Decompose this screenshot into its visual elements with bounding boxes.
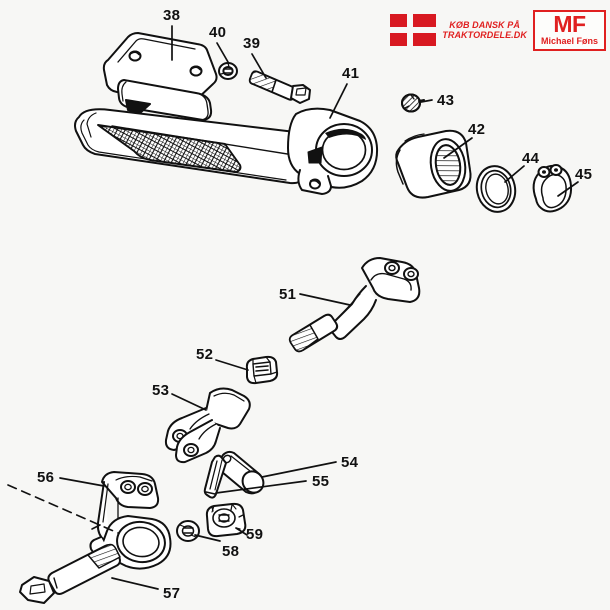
part-55-cotter-pin	[203, 454, 227, 499]
part-59-castle-nut	[205, 502, 247, 538]
part-41-steering-drop-arm	[74, 107, 379, 195]
slogan-line-1: KØB DANSK PÅ	[449, 19, 520, 30]
part-51-clevis-yoke-rod	[288, 257, 421, 353]
callout-51: 51	[279, 286, 297, 303]
part-39-hex-bolt	[248, 70, 311, 104]
callout-39: 39	[243, 35, 261, 52]
part-42-bushing-sleeve	[395, 129, 472, 199]
mf-logo: MF Michael Føns	[532, 9, 606, 51]
part-53-fork-clevis	[164, 387, 251, 464]
part-58-flat-washer	[176, 520, 200, 542]
callout-59: 59	[246, 526, 264, 543]
part-56-steering-knuckle-arm	[89, 471, 172, 570]
callout-55: 55	[312, 473, 330, 490]
part-40-lock-washer	[218, 62, 238, 80]
part-45-snap-ring	[532, 164, 573, 213]
callout-44: 44	[522, 150, 540, 167]
branding-header: KØB DANSK PÅ TRAKTORDELE.DK MF Michael F…	[390, 6, 606, 54]
part-38-pivot-bracket-housing	[102, 32, 218, 121]
callout-45: 45	[575, 166, 593, 183]
callout-58: 58	[222, 543, 240, 560]
part-43-grease-nipple	[401, 93, 425, 113]
mf-initials: MF	[553, 10, 586, 37]
slogan-line-2: TRAKTORDELE.DK	[442, 30, 527, 40]
callout-43: 43	[437, 92, 455, 109]
mf-company-name: Michael Føns	[540, 35, 598, 46]
danish-flag-icon	[390, 14, 437, 46]
callout-leader-lines	[59, 25, 579, 590]
callout-52: 52	[196, 346, 214, 363]
callout-41: 41	[342, 65, 360, 82]
construction-dashed-line	[7, 484, 119, 534]
callout-53: 53	[152, 382, 170, 399]
callout-38: 38	[163, 7, 181, 24]
callout-40: 40	[209, 24, 227, 41]
part-57-clamp-bolt	[19, 543, 121, 604]
callout-42: 42	[468, 121, 486, 138]
slogan-text: KØB DANSK PÅ TRAKTORDELE.DK	[442, 20, 527, 41]
part-44-seal-ring	[475, 165, 517, 213]
part-52-lock-nut	[245, 355, 279, 385]
callout-57: 57	[163, 585, 181, 602]
callout-56: 56	[37, 469, 55, 486]
callout-54: 54	[341, 454, 359, 471]
